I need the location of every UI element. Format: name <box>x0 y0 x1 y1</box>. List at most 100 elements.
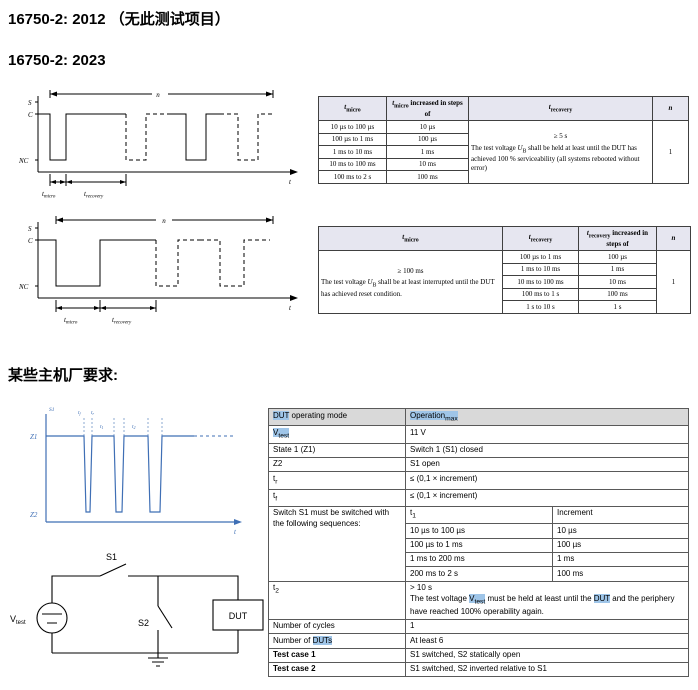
label-cell: Vtest <box>268 425 406 444</box>
waveform-trace-dashed-2 <box>220 113 274 161</box>
header-trecovery-steps: trecovery increased in steps of <box>578 225 657 252</box>
recovery-value: ≥ 5 s <box>553 132 568 141</box>
level-label-c: C <box>28 111 33 119</box>
voltage-source-icon <box>36 602 68 634</box>
t-r-label: tr <box>91 410 95 416</box>
cell-range: 100 µs to 1 ms <box>502 250 579 264</box>
dim-arrow-icon <box>60 180 66 184</box>
test-circuit-diagram: Vtest S1 S2 DUT <box>10 552 264 667</box>
level-label-s: S <box>28 225 32 233</box>
waveform-trace-solid <box>38 239 156 287</box>
trace-label-s1: S1 <box>49 407 55 413</box>
s2-label: S2 <box>138 618 149 628</box>
increment-cell: 100 µs <box>552 537 689 553</box>
y-ticks <box>35 227 38 287</box>
x-axis-arrow-icon <box>290 295 298 301</box>
dut-label: DUT <box>229 611 248 621</box>
switch-s1-icon <box>99 563 127 577</box>
header-row: DUT operating mode Operationmax <box>268 407 689 427</box>
axes <box>37 222 292 299</box>
table-row: 10 µs to 100 µs 10 µs ≥ 5 s The test vol… <box>318 120 689 184</box>
dim-arrow-icon <box>120 180 126 184</box>
guide-lines <box>83 418 163 436</box>
micro-value: ≥ 100 ms <box>397 266 424 275</box>
increment-cell: 1 ms <box>552 551 689 568</box>
label-cell: t2 <box>268 580 406 620</box>
header-trecovery: trecovery <box>468 95 653 122</box>
dim-arrow-icon <box>150 306 156 310</box>
value-cell: 11 V <box>405 425 689 444</box>
table-row: tf≤ (0,1 × increment) <box>268 488 689 507</box>
n-dimension-line <box>49 90 274 98</box>
heading-16750-2012: 16750-2: 2012 （无此测试项目） <box>8 11 230 28</box>
waveform-trace-solid <box>38 113 126 161</box>
waveform-trace-dashed-2 <box>200 239 270 287</box>
cell-step: 100 ms <box>386 170 469 184</box>
value-cell: At least 6 <box>405 633 689 649</box>
label-cell: tr <box>268 471 406 490</box>
t1-cell: 100 µs to 1 ms <box>405 537 553 553</box>
cell-range: 10 ms to 100 ms <box>318 157 387 172</box>
waveform-trace-solid-2 <box>168 113 220 161</box>
label-cell: Test case 1 <box>268 647 406 663</box>
header-tmicro-steps: tmicro increased in steps of <box>386 95 469 122</box>
micro-interruption-table-1: tmicro tmicro increased in steps of trec… <box>318 95 689 184</box>
cell-step: 1 ms <box>578 262 657 277</box>
value-cell: S1 switched, S2 inverted relative to S1 <box>405 661 689 678</box>
cell-range: 1 ms to 10 ms <box>502 262 579 277</box>
t1-cell: 10 µs to 100 µs <box>405 523 553 539</box>
t1-header-cell: t1 <box>405 505 553 525</box>
t-f-label: tf <box>78 410 82 416</box>
t1-label: t1 <box>100 424 104 430</box>
cell-range: 1 s to 10 s <box>502 300 579 314</box>
header-tmicro: tmicro <box>318 95 387 122</box>
t2-label: t2 <box>132 424 136 430</box>
cell-range: 100 ms to 2 s <box>318 170 387 184</box>
cell-step: 10 ms <box>578 275 657 289</box>
cell-step: 10 µs <box>386 120 469 134</box>
value-cell: 1 <box>405 618 689 635</box>
label-cell: Number of cycles <box>268 618 406 635</box>
t1-cell: 1 ms to 200 ms <box>405 551 553 568</box>
s1-label: S1 <box>106 552 117 562</box>
cell-n: 1 <box>656 250 691 314</box>
n-label: n <box>156 91 160 99</box>
waveform-trace-dashed <box>125 113 168 161</box>
level-label-nc: NC <box>18 157 29 165</box>
header-row: tmicro trecovery trecovery increased in … <box>318 225 691 252</box>
t-micro-label: tmicro <box>64 316 78 326</box>
cell-trecovery: ≥ 5 s The test voltage UB shall be held … <box>468 120 653 184</box>
cell-step: 100 ms <box>578 287 657 302</box>
heading-oem-requirements: 某些主机厂要求: <box>8 367 118 384</box>
header-row: tmicro tmicro increased in steps of trec… <box>318 95 689 122</box>
header-tmicro: tmicro <box>318 225 503 252</box>
dim-arrow-icon <box>66 180 72 184</box>
value-cell: S1 switched, S2 statically open <box>405 647 689 663</box>
dim-arrow-icon <box>94 306 100 310</box>
label-cell: DUT operating mode <box>268 407 406 427</box>
header-n: n <box>656 225 691 252</box>
waveform-trace-dashed <box>155 239 200 287</box>
table-row: tr≤ (0,1 × increment) <box>268 471 689 490</box>
cell-range: 10 ms to 100 ms <box>502 275 579 289</box>
label-cell: Number of DUTs <box>268 633 406 649</box>
x-axis-arrow-icon <box>234 519 242 525</box>
value-cell: S1 open <box>405 456 689 473</box>
level-label-z1: Z1 <box>30 433 37 441</box>
recovery-note: The test voltage UB shall be held at lea… <box>471 143 640 172</box>
increment-cell: 10 µs <box>552 523 689 539</box>
cell-step: 100 µs <box>386 132 469 147</box>
cell-step: 1 ms <box>386 145 469 159</box>
